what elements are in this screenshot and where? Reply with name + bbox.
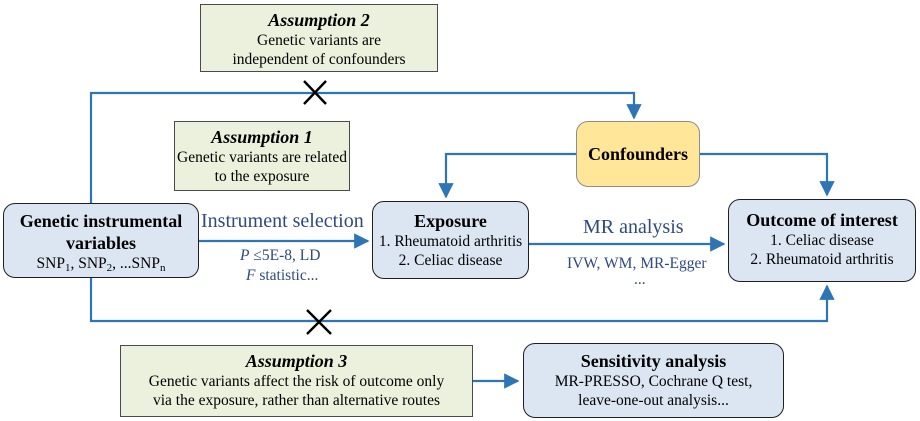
instrument-criteria-line-1: P ≤5E-8, LD (240, 247, 321, 264)
assumption-2-line-2: independent of confounders (232, 51, 406, 68)
confounders-box: Confounders (576, 121, 700, 187)
outcome-item-2: 2. Rheumatoid arthritis (750, 251, 894, 268)
sensitivity-line-2: leave-one-out analysis... (578, 392, 729, 409)
sensitivity-line-1: MR-PRESSO, Cochrane Q test, (554, 373, 753, 390)
exposure-box: Exposure 1. Rheumatoid arthritis 2. Celi… (372, 201, 529, 279)
assumption-1-line-2: to the exposure (214, 168, 310, 185)
genetic-title-line-2: variables (66, 233, 136, 253)
path-genetic-to-confounders (89, 91, 642, 203)
assumption-1-line-1: Genetic variants are related (177, 149, 347, 166)
assumption-3-box: Assumption 3 Genetic variants affect the… (120, 345, 473, 417)
assumption-2-line-1: Genetic variants are (257, 32, 381, 49)
mr-methods-more: ... (634, 271, 646, 288)
genetic-instrumental-variables-box: Genetic instrumental variables SNP1, SNP… (3, 203, 199, 278)
outcome-item-1: 1. Celiac disease (770, 232, 874, 249)
sensitivity-analysis-box: Sensitivity analysis MR-PRESSO, Cochrane… (523, 343, 784, 418)
cross-mark-top (303, 80, 327, 105)
mr-methods-label: IVW, WM, MR-Egger (567, 255, 707, 272)
arrow-confounders-to-exposure (438, 152, 576, 199)
assumption-2-title: Assumption 2 (268, 10, 370, 30)
assumption-1-box: Assumption 1 Genetic variants are relate… (174, 121, 350, 191)
snp-list: SNP1, SNP2, ...SNPn (36, 255, 166, 274)
exposure-item-1: 1. Rheumatoid arthritis (378, 233, 523, 250)
outcome-box: Outcome of interest 1. Celiac disease 2.… (728, 199, 916, 282)
assumption-3-line-2: via the exposure, rather than alternativ… (152, 392, 441, 409)
instrument-criteria-line-2: F statistic... (246, 267, 319, 284)
assumption-3-line-1: Genetic variants affect the risk of outc… (148, 373, 445, 390)
exposure-item-2: 2. Celiac disease (398, 252, 503, 269)
exposure-title: Exposure (414, 211, 487, 231)
outcome-title: Outcome of interest (746, 210, 898, 230)
assumption-1-title: Assumption 1 (211, 127, 313, 147)
sensitivity-title: Sensitivity analysis (580, 351, 727, 371)
assumption-2-box: Assumption 2 Genetic variants are indepe… (200, 4, 438, 72)
genetic-title-line-1: Genetic instrumental (19, 211, 183, 231)
arrow-confounders-to-outcome (700, 152, 835, 197)
path-genetic-to-outcome (89, 278, 835, 323)
confounders-title: Confounders (587, 144, 689, 164)
instrument-selection-label: Instrument selection (201, 210, 364, 232)
mr-analysis-label: MR analysis (583, 216, 684, 238)
assumption-3-title: Assumption 3 (245, 351, 348, 371)
cross-mark-bottom (306, 309, 332, 335)
